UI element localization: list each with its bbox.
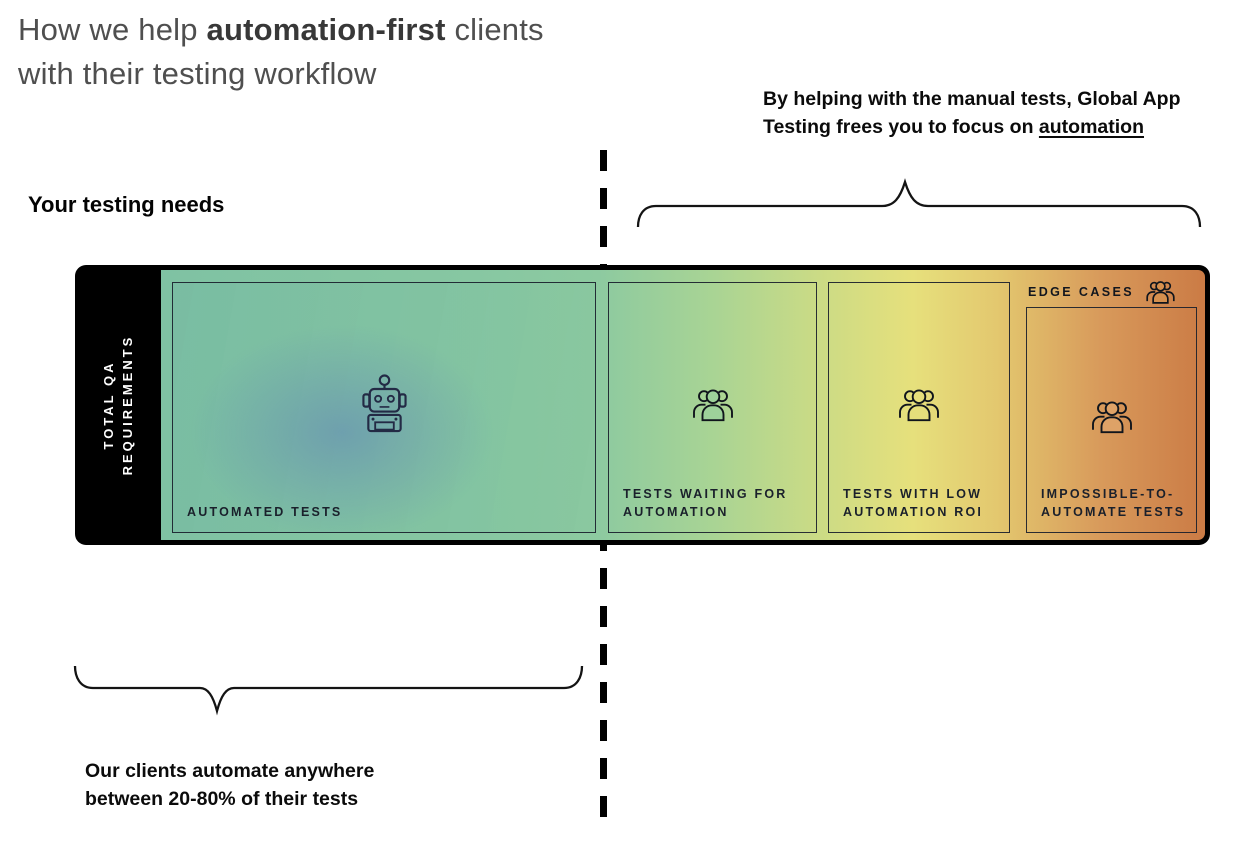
section-label: IMPOSSIBLE-TO- AUTOMATE TESTS (1041, 487, 1186, 519)
section-label: AUTOMATED TESTS (187, 504, 343, 519)
people-group-icon (1090, 396, 1134, 437)
page-title: How we help automation-first clients wit… (18, 8, 544, 96)
people-group-icon (1145, 278, 1176, 306)
manual-tests-note-line2: Testing frees you to focus on automation (763, 115, 1145, 138)
title-line1: How we help automation-first clients (18, 12, 544, 47)
total-qa-label: TOTAL QA REQUIREMENTS (101, 334, 135, 476)
manual-scope-brace (636, 178, 1202, 228)
edge-cases-label: EDGE CASES (1028, 285, 1134, 299)
qa-gradient-strip (161, 270, 1205, 540)
manual-tests-note: By helping with the manual tests, Global… (763, 86, 1180, 141)
total-qa-bar: TOTAL QA REQUIREMENTS (75, 265, 1210, 545)
section-automated-tests: AUTOMATED TESTS (172, 282, 596, 533)
section-impossible-to-automate: IMPOSSIBLE-TO- AUTOMATE TESTS (1026, 307, 1197, 533)
title-line2: with their testing workflow (18, 56, 377, 91)
robot-icon (361, 373, 408, 433)
people-group-icon (691, 384, 735, 425)
section-label: TESTS WITH LOW AUTOMATION ROI (843, 487, 984, 519)
section-low-automation-roi: TESTS WITH LOW AUTOMATION ROI (828, 282, 1010, 533)
automation-scope-brace (73, 665, 584, 716)
section-tests-waiting: TESTS WAITING FOR AUTOMATION (608, 282, 817, 533)
your-testing-needs-label: Your testing needs (28, 192, 225, 217)
automation-percentage-note: Our clients automate anywhere between 20… (85, 760, 375, 810)
people-group-icon (897, 384, 941, 425)
manual-tests-note-line1: By helping with the manual tests, Global… (763, 88, 1181, 110)
section-label: TESTS WAITING FOR AUTOMATION (623, 487, 788, 519)
edge-cases-header: EDGE CASES (1028, 277, 1176, 307)
total-qa-band: TOTAL QA REQUIREMENTS (75, 265, 161, 545)
automation-underlined-text: automation (1038, 115, 1145, 138)
